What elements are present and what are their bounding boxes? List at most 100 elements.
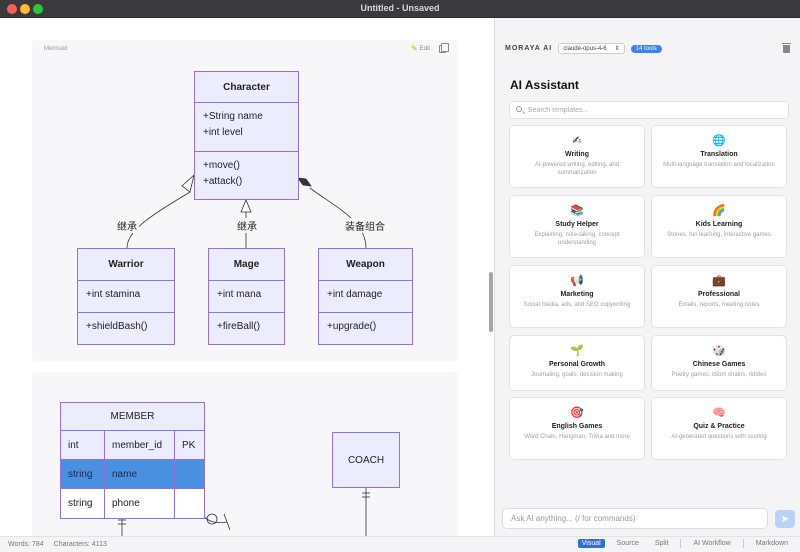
rainbow-icon: 🌈 — [712, 205, 726, 217]
minimize-window-button[interactable] — [20, 4, 30, 14]
edit-diagram-button[interactable]: ✎ Edit — [411, 44, 430, 53]
pencil-icon: ✎ — [410, 44, 418, 53]
ai-workflow-button[interactable]: AI Workflow — [693, 540, 731, 547]
panel-resize-handle[interactable] — [489, 272, 493, 332]
template-card-study-helper[interactable]: 📚 Study Helper Explaining, note-taking, … — [509, 195, 645, 258]
writing-icon: ✍ — [572, 135, 582, 147]
class-attributes: +String name +int level — [195, 103, 298, 152]
template-desc: Emails, reports, meeting notes — [678, 302, 760, 308]
template-card-writing[interactable]: ✍ Writing AI-powered writing, editing, a… — [509, 125, 645, 188]
panel-header: MORAYA AI claude-opus-4-6 ⇕ 14 tools — [505, 43, 662, 54]
attribute-key: PK — [182, 439, 196, 451]
zoom-window-button[interactable] — [33, 4, 43, 14]
entity-title: MEMBER — [61, 403, 204, 431]
class-attributes: +int mana — [209, 281, 284, 313]
model-value: claude-opus-4-6 — [563, 45, 607, 52]
markdown-button[interactable]: Markdown — [755, 540, 788, 547]
template-card-kids-learning[interactable]: 🌈 Kids Learning Stories, fun learning, i… — [651, 195, 787, 258]
attribute-name: phone — [105, 489, 175, 518]
template-title: Marketing — [560, 291, 594, 298]
trash-icon[interactable] — [782, 43, 791, 53]
table-row: string name — [61, 460, 204, 489]
close-window-button[interactable] — [7, 4, 17, 14]
method: +attack() — [203, 176, 243, 187]
table-row: int member_id PK — [61, 431, 204, 460]
template-card-chinese-games[interactable]: 🎲 Chinese Games Poetry games, idiom chai… — [651, 335, 787, 391]
mode-split-button[interactable]: Split — [654, 540, 669, 547]
attribute-key — [175, 460, 204, 488]
search-templates-input[interactable]: Search templates... — [509, 101, 789, 119]
mode-source-button[interactable]: Source — [616, 540, 639, 547]
er-relationship-lines — [118, 488, 370, 536]
template-card-english-games[interactable]: 🎯 English Games Word Chain, Hangman, Tri… — [509, 397, 645, 460]
mode-visual-button[interactable]: Visual — [577, 539, 605, 548]
template-title: English Games — [551, 423, 603, 430]
attribute: +int stamina — [86, 289, 141, 300]
template-desc: Social media, ads, and SEO copywriting — [523, 302, 631, 308]
class-title: Mage — [209, 249, 284, 281]
class-attributes: +int stamina — [78, 281, 174, 313]
class-title: Warrior — [78, 249, 174, 281]
class-title: Weapon — [319, 249, 412, 281]
brand-label: MORAYA AI — [505, 45, 553, 52]
target-icon: 🎯 — [570, 407, 584, 419]
attribute: +int level — [203, 127, 243, 138]
class-warrior: Warrior +int stamina +shieldBash() — [77, 248, 175, 345]
template-card-personal-growth[interactable]: 🌱 Personal Growth Journaling, goals, dec… — [509, 335, 645, 391]
attribute-type: int — [61, 431, 105, 459]
search-icon — [516, 106, 522, 112]
briefcase-icon: 💼 — [712, 275, 726, 287]
search-placeholder: Search templates... — [528, 106, 589, 114]
chevron-updown-icon: ⇕ — [614, 46, 620, 52]
template-title: Kids Learning — [695, 221, 743, 228]
template-card-quiz-practice[interactable]: 🧠 Quiz & Practice AI-generated questions… — [651, 397, 787, 460]
template-desc: Stories, fun learning, interactive games — [667, 232, 771, 238]
table-row: string phone — [61, 489, 204, 518]
template-title: Study Helper — [555, 221, 599, 228]
window-title: Untitled - Unsaved — [360, 3, 440, 13]
divider — [742, 539, 744, 548]
er-entity-member: MEMBER int member_id PK string name stri… — [60, 402, 205, 519]
template-card-marketing[interactable]: 📢 Marketing Social media, ads, and SEO c… — [509, 265, 645, 328]
mermaid-er-diagram: MEMBER int member_id PK string name stri… — [32, 372, 458, 536]
edge-label: 继承 — [115, 218, 139, 233]
attribute-name: member_id — [105, 431, 175, 459]
attribute-type: string — [61, 489, 105, 518]
er-entity-coach: COACH — [332, 432, 400, 488]
mermaid-label: Mermaid — [44, 46, 68, 52]
template-title: Translation — [700, 151, 738, 158]
copy-icon[interactable] — [439, 43, 449, 53]
mermaid-class-diagram: Mermaid ✎ Edit Character +String name +i… — [32, 40, 458, 361]
character-count: Characters: 4113 — [53, 541, 107, 548]
template-desc: Multi-language translation and localizat… — [663, 162, 775, 168]
method: +upgrade() — [327, 321, 377, 332]
class-attributes: +int damage — [319, 281, 412, 313]
relationship-lines — [126, 173, 367, 249]
template-desc: Journaling, goals, decision making — [531, 372, 623, 378]
template-card-professional[interactable]: 💼 Professional Emails, reports, meeting … — [651, 265, 787, 328]
model-select[interactable]: claude-opus-4-6 ⇕ — [558, 43, 625, 54]
template-desc: Word Chain, Hangman, Trivia and more — [524, 434, 630, 440]
brain-icon: 🧠 — [712, 407, 726, 419]
class-methods: +shieldBash() — [78, 313, 174, 335]
send-button[interactable]: ➤ — [775, 510, 795, 528]
template-title: Personal Growth — [548, 361, 605, 368]
template-card-translation[interactable]: 🌐 Translation Multi-language translation… — [651, 125, 787, 188]
panel-title: AI Assistant — [510, 78, 579, 92]
attribute-name: name — [105, 460, 175, 488]
template-title: Professional — [697, 291, 740, 298]
edge-label: 继承 — [235, 218, 259, 233]
template-title: Quiz & Practice — [693, 423, 745, 430]
method: +fireBall() — [217, 321, 261, 332]
tools-badge[interactable]: 14 tools — [630, 44, 662, 53]
template-desc: Explaining, note-taking, concept underst… — [534, 232, 620, 246]
editor-area[interactable]: Mermaid ✎ Edit Character +String name +i… — [0, 18, 494, 536]
class-methods: +move() +attack() — [195, 152, 298, 190]
arrow-right-icon: ➤ — [780, 513, 790, 525]
class-title: Character — [195, 72, 298, 103]
ai-assistant-panel: MORAYA AI claude-opus-4-6 ⇕ 14 tools AI … — [494, 18, 800, 536]
template-title: Chinese Games — [692, 361, 746, 368]
template-desc: AI-powered writing, editing, and summari… — [534, 162, 620, 176]
ask-ai-input[interactable]: Ask AI anything... (/ for commands) — [502, 508, 768, 529]
attribute: +int mana — [217, 289, 262, 300]
